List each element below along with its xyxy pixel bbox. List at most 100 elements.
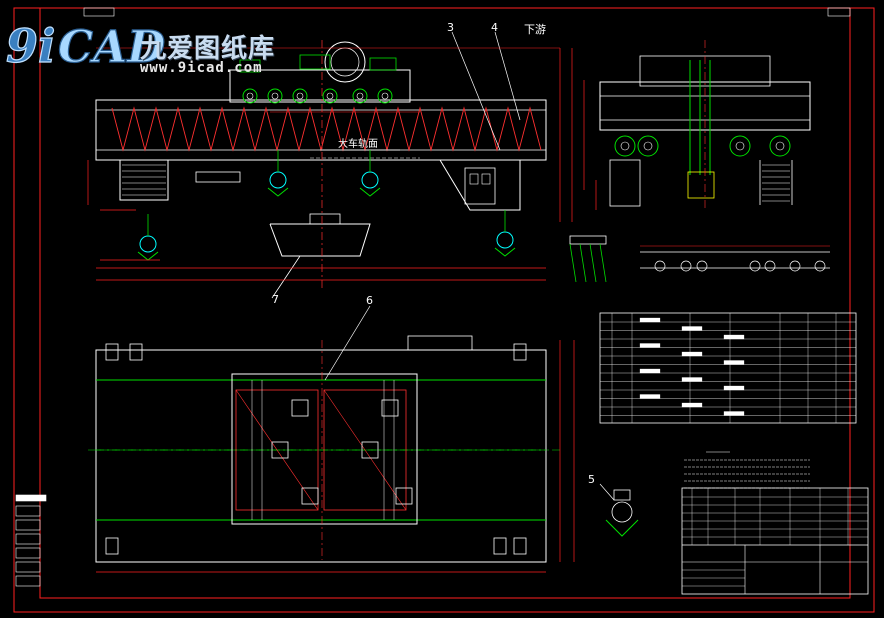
border-tab [827, 7, 851, 17]
svg-text:CAD: CAD [58, 22, 165, 73]
plan-wheel [105, 537, 119, 555]
table-cell-text [639, 394, 661, 399]
leader-line-6 [324, 305, 371, 381]
hook-block [361, 171, 379, 189]
rail-hole [789, 260, 801, 272]
plan-block [395, 487, 413, 505]
motor-unit [299, 54, 331, 70]
detail-rope [599, 243, 607, 283]
side-wheel-hub [775, 141, 785, 151]
plan-block [361, 441, 379, 459]
table-cell-text [723, 360, 745, 365]
detail-rope [589, 243, 597, 283]
margin-box [15, 505, 41, 517]
9icad-logo-icon: 9i CAD [5, 18, 166, 73]
table-cell-text [723, 334, 745, 340]
girder-truss [111, 106, 542, 152]
plan-block [381, 399, 399, 417]
site-url: www.9icad.com [140, 60, 263, 76]
hook-block [269, 171, 287, 189]
drum-wheel-inner [330, 47, 360, 77]
side-wheel [729, 135, 751, 157]
plan-cab [407, 335, 473, 351]
label-main-track: 大车轨面 [338, 139, 378, 150]
hook [267, 187, 289, 197]
callout-4: 4 [491, 21, 498, 34]
plan-wheel [513, 343, 527, 361]
motor-unit [239, 59, 261, 73]
outer-border [13, 7, 875, 613]
border-tab [83, 7, 115, 17]
margin-box [15, 561, 41, 573]
site-name: 九爱图纸库 [140, 34, 276, 64]
callout-6: 6 [366, 294, 373, 307]
plan-wheel [513, 537, 527, 555]
pulley [352, 88, 368, 104]
side-wheel [614, 135, 636, 157]
table-cell-text [681, 402, 703, 408]
detail-part [569, 235, 607, 245]
detail-views [599, 483, 639, 537]
hoist-box [195, 171, 241, 183]
front-elevation-view [87, 31, 573, 299]
detail-5-block [613, 489, 631, 501]
callout-3: 3 [447, 21, 454, 34]
cabin [464, 167, 496, 205]
side-wheel-hub [643, 141, 653, 151]
side-wheel-hub [735, 141, 745, 151]
plan-wheel [105, 343, 119, 361]
callout-7: 7 [272, 293, 279, 306]
spreader-beam [269, 223, 371, 257]
motor-unit [369, 57, 397, 71]
plan-wheel [129, 343, 143, 361]
table-cell-text [639, 368, 661, 374]
left-leg [119, 160, 169, 201]
side-cabin [609, 159, 641, 207]
drawing-frame [13, 7, 875, 613]
pulley [267, 88, 283, 104]
svg-text:9i: 9i [6, 19, 55, 73]
cabin-window [469, 173, 479, 185]
leader-line-7 [271, 255, 301, 299]
table-cell-text [681, 377, 703, 382]
callout-5: 5 [588, 473, 595, 486]
rail-hole [654, 260, 666, 272]
plan-drum-left [235, 389, 319, 511]
pulley-hub [271, 92, 279, 100]
rail-hole [814, 260, 826, 272]
plan-block [301, 487, 319, 505]
table-cell-text [723, 385, 745, 391]
pulley-hub [381, 92, 389, 100]
cabin-window [481, 173, 491, 185]
plan-diagonal [235, 389, 319, 511]
title-block-outline [681, 487, 869, 595]
hook-block [139, 235, 157, 253]
table-cell-text [681, 351, 703, 357]
rail-hole [764, 260, 776, 272]
technical-parameter-table [599, 312, 857, 489]
margin-box [15, 533, 41, 545]
hook [359, 187, 381, 197]
right-leg [439, 159, 521, 211]
pulley [322, 88, 338, 104]
margin-box [15, 575, 41, 587]
trolley-frame [229, 69, 411, 103]
table-cell-text [681, 326, 703, 331]
margin-box [15, 547, 41, 559]
drum-wheel [324, 41, 366, 83]
pulley [377, 88, 393, 104]
hook-block [496, 231, 514, 249]
side-frame [599, 81, 811, 131]
pulley-hub [326, 92, 334, 100]
side-elevation-view [569, 40, 830, 283]
rail-hole [749, 260, 761, 272]
side-wheel-hub [620, 141, 630, 151]
pulley-hub [296, 92, 304, 100]
table-cell-text [723, 411, 745, 416]
pulley [292, 88, 308, 104]
spreader-top [309, 213, 341, 225]
side-wheel [637, 135, 659, 157]
leader-line-3 [451, 31, 501, 151]
plan-block [271, 441, 289, 459]
